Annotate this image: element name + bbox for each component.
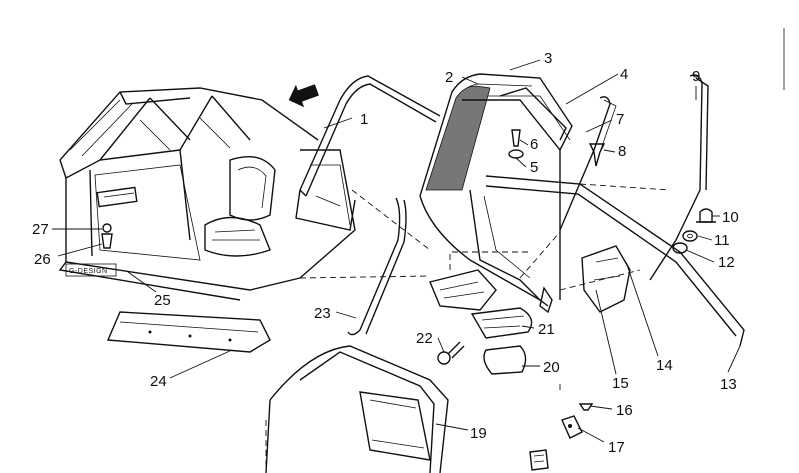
callout-26: 26	[34, 251, 51, 268]
latch-assembly	[429, 245, 631, 375]
callout-15: 15	[612, 375, 629, 392]
callout-24: 24	[150, 373, 167, 390]
callout-5: 5	[530, 159, 538, 176]
callout-10: 10	[722, 209, 739, 226]
rear-hardtop	[265, 345, 449, 473]
callout-14: 14	[656, 357, 673, 374]
callout-16: 16	[616, 402, 633, 419]
callout-2: 2	[445, 69, 453, 86]
callout-23: 23	[314, 305, 331, 322]
callout-4: 4	[620, 66, 628, 83]
callout-27: 27	[32, 221, 49, 238]
callout-13: 13	[720, 376, 737, 393]
relation-lines	[299, 189, 641, 390]
leader-lines	[52, 59, 741, 443]
callout-11: 11	[714, 232, 730, 249]
callout-1: 1	[360, 111, 368, 128]
car-body	[58, 84, 356, 301]
callout-17: 17	[608, 439, 625, 456]
callout-3: 3	[544, 50, 552, 67]
sill-trim	[106, 311, 271, 353]
callout-22: 22	[416, 330, 433, 347]
callout-19: 19	[470, 425, 487, 442]
callout-6: 6	[530, 136, 538, 153]
callout-21: 21	[538, 321, 555, 338]
direction-arrow-icon	[288, 84, 319, 108]
callout-12: 12	[718, 254, 735, 271]
roof-rail	[485, 74, 745, 347]
callout-7: 7	[616, 111, 624, 128]
callout-labels: 1 2 3 4 5 6 7 8 9 10 11 12 13 14 15 16 1…	[32, 50, 739, 456]
hardware-bits	[101, 129, 716, 471]
callout-20: 20	[543, 359, 560, 376]
callout-25: 25	[154, 292, 171, 309]
design-stamp: G-DESIGN	[69, 268, 108, 275]
callout-8: 8	[618, 143, 626, 160]
callout-9: 9	[692, 68, 700, 85]
hardtop-shell	[419, 73, 573, 314]
windshield-frame	[295, 75, 441, 336]
